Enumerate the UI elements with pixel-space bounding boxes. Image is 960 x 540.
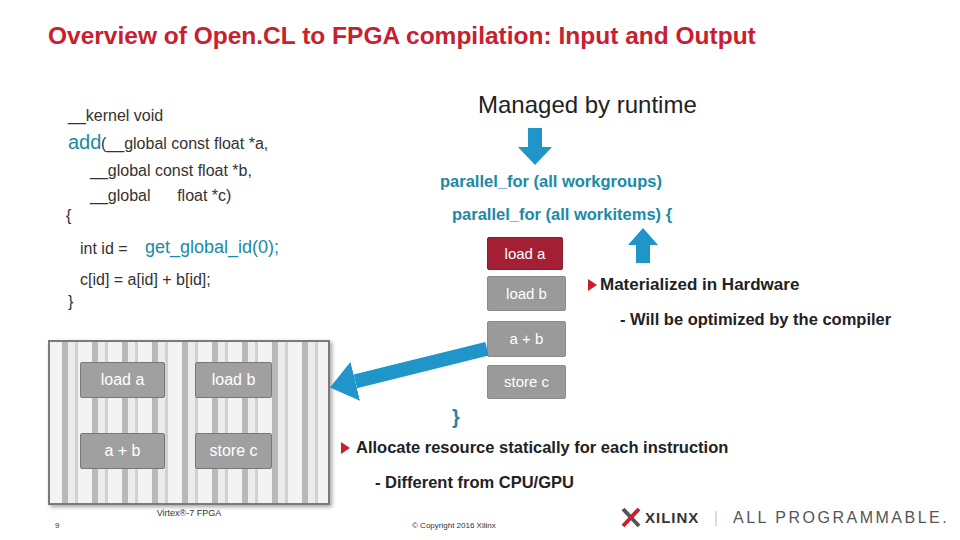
logo-mark — [623, 509, 639, 526]
hardware-block: load a — [80, 362, 165, 398]
box-label: load b — [209, 371, 259, 389]
slide-title: Overview of Open.CL to FPGA compilation:… — [48, 22, 756, 50]
code-line: __global const float *b, — [90, 162, 252, 180]
bullet-text: Materialized in Hardware — [600, 275, 799, 295]
box-label: store c — [501, 373, 552, 390]
loop-brace: } — [452, 406, 460, 429]
logo-mark — [623, 509, 639, 526]
code-line: __global float *c) — [90, 187, 231, 205]
box-label: a + b — [507, 330, 547, 347]
box-label: a + b — [101, 442, 143, 460]
flow-arrow — [355, 349, 487, 382]
instruction-box: load b — [487, 276, 566, 311]
bullet-text: Allocate resource statically for each in… — [356, 438, 728, 457]
code-brace: { — [66, 207, 71, 225]
box-label: store c — [206, 442, 260, 460]
hardware-block: a + b — [80, 433, 165, 469]
code-line: c[id] = a[id] + b[id]; — [80, 271, 211, 289]
hardware-block: store c — [195, 433, 272, 469]
logo-tagline: ALL PROGRAMMABLE. — [733, 509, 949, 527]
box-label: load a — [98, 371, 148, 389]
runtime-heading: Managed by runtime — [478, 91, 697, 119]
builtin-call: get_global_id(0); — [145, 237, 279, 258]
bullet-marker — [588, 279, 597, 291]
logo-word: XILINX — [645, 509, 699, 526]
hardware-block: load b — [195, 362, 272, 398]
instruction-box: load a — [487, 237, 563, 270]
code-line: int id = — [80, 240, 128, 258]
box-label: load b — [503, 285, 550, 302]
instruction-box: store c — [487, 365, 566, 399]
box-label: load a — [502, 245, 549, 262]
code-brace: } — [68, 293, 73, 311]
logo-divider — [716, 511, 717, 526]
fpga-chip: Virtex®-7 FPGAload aload ba + bstore c — [48, 340, 330, 505]
kernel-name: add — [68, 131, 101, 154]
instruction-box: a + b — [487, 321, 566, 357]
bullet-marker — [341, 442, 350, 454]
runtime-arrow — [518, 128, 552, 165]
chip-label: Virtex®-7 FPGA — [48, 508, 330, 518]
bullet-note: - Different from CPU/GPU — [375, 473, 574, 492]
page-number: 9 — [55, 521, 59, 530]
code-line: (__global const float *a, — [101, 135, 268, 153]
code-line: __kernel void — [68, 107, 163, 125]
bullet-note: - Will be optimized by the compiler — [620, 310, 891, 329]
loop-header: parallel_for (all workgroups) — [440, 172, 662, 191]
copyright-note: © Copyright 2016 Xilinx — [412, 521, 496, 530]
hardware-arrow — [628, 228, 658, 263]
loop-header: parallel_for (all workitems) { — [452, 205, 672, 224]
